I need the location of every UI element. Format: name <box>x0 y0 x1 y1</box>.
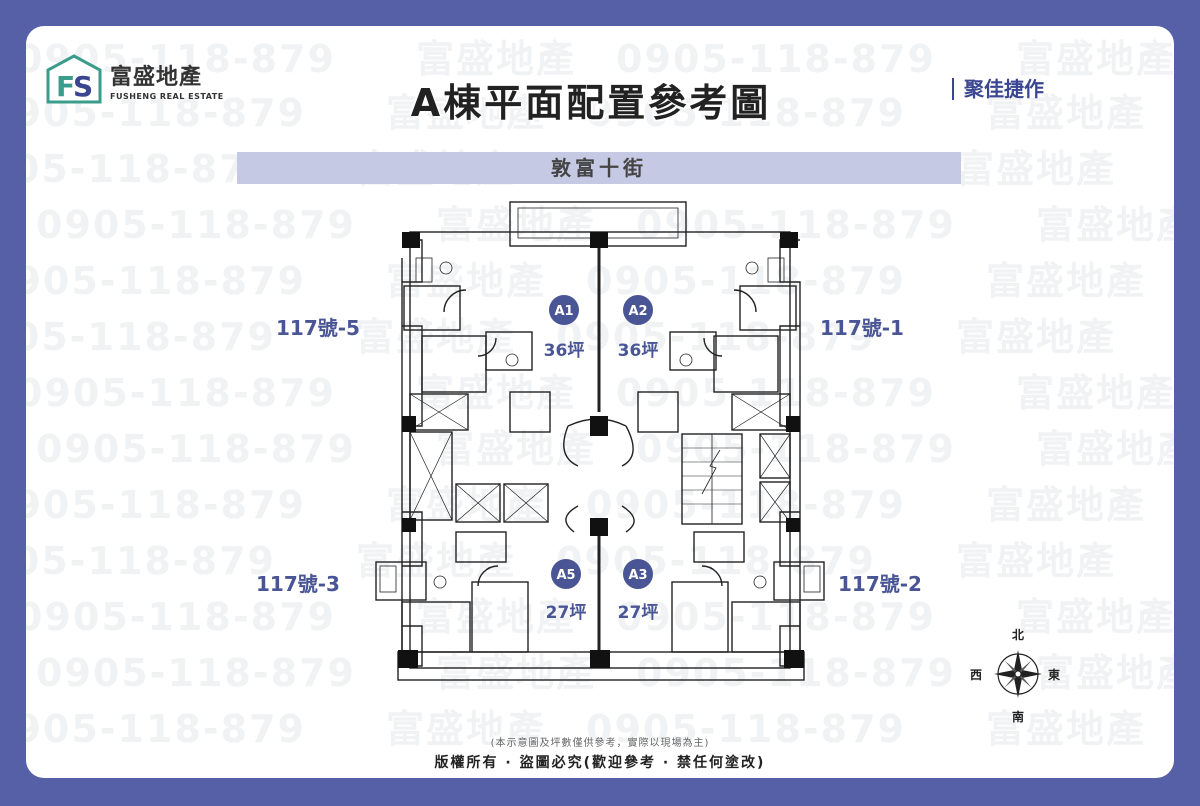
floor-plan-drawing <box>375 201 825 681</box>
unit-badge-a5: A5 27坪 <box>546 559 587 623</box>
svg-text:F: F <box>56 70 75 103</box>
unit-badge-a1: A1 36坪 <box>544 295 585 361</box>
svg-text:A5: A5 <box>556 568 575 583</box>
unit-badge-a2: A2 36坪 <box>618 295 659 361</box>
svg-text:A1: A1 <box>554 304 573 319</box>
unit-badge-a3: A3 27坪 <box>618 559 659 623</box>
unit-badges: A1 36坪 A2 36坪 A5 27坪 A3 27坪 <box>544 295 659 623</box>
floor-plan-card: 0905-118-879 富盛地產 0905-118-879 富盛地產 0905… <box>26 26 1174 778</box>
compass-rose: 北 南 西 東 <box>970 626 1061 724</box>
svg-text:27坪: 27坪 <box>618 603 659 623</box>
compass-icon <box>994 650 1042 698</box>
address-top-left: 117號-5 <box>276 316 360 340</box>
copyright-notice: 版權所有 · 盜圖必究(歡迎參考 · 禁任何塗改) <box>434 755 766 771</box>
address-top-right: 117號-1 <box>820 316 904 340</box>
street-name-bar: 敦富十街 <box>237 152 961 184</box>
svg-text:27坪: 27坪 <box>546 603 587 623</box>
svg-text:S: S <box>73 70 93 103</box>
disclaimer-note: (本示意圖及坪數僅供參考，實際以現場為主) <box>490 738 710 749</box>
logo-name-en: FUSHENG REAL ESTATE <box>110 92 224 101</box>
compass-south: 南 <box>1012 710 1025 724</box>
company-logo: F S 富盛地產 FUSHENG REAL ESTATE <box>46 54 224 106</box>
address-bottom-left: 117號-3 <box>256 572 340 596</box>
page-title: A棟平面配置參考圖 <box>410 81 772 125</box>
svg-text:36坪: 36坪 <box>544 341 585 361</box>
svg-text:36坪: 36坪 <box>618 341 659 361</box>
svg-text:A2: A2 <box>628 304 647 319</box>
compass-west: 西 <box>970 668 983 682</box>
compass-east: 東 <box>1048 668 1061 682</box>
address-bottom-right: 117號-2 <box>838 572 922 596</box>
fs-logo-icon: F S <box>46 54 102 104</box>
compass-north: 北 <box>1012 628 1025 642</box>
svg-text:A3: A3 <box>628 568 647 583</box>
tagline: 聚佳捷作 <box>952 78 1044 100</box>
logo-name-cn: 富盛地產 <box>110 65 203 90</box>
